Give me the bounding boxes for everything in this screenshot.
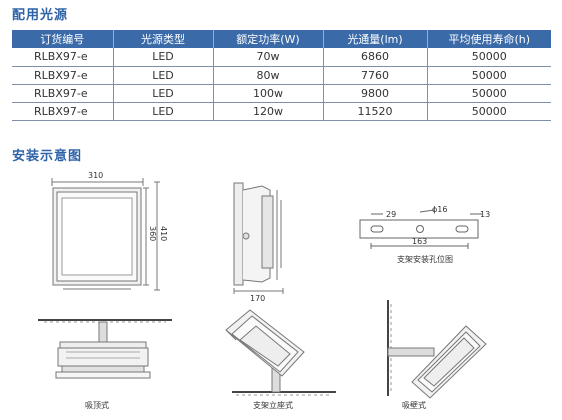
bracket-hole-dia-label: ϕ16 bbox=[432, 205, 447, 214]
wall-mount-drawing bbox=[387, 300, 487, 399]
bracket-floor-mount-caption: 支架立座式 bbox=[253, 400, 293, 410]
col-header-source-type: 光源类型 bbox=[113, 30, 214, 48]
bracket-spacing-label: 163 bbox=[412, 237, 427, 246]
cell-flux: 9800 bbox=[323, 84, 428, 103]
bracket-hole-diagram bbox=[359, 209, 482, 249]
cell-power: 70w bbox=[213, 48, 324, 67]
bracket-floor-mount-drawing bbox=[225, 309, 336, 396]
cell-flux: 11520 bbox=[323, 102, 428, 121]
cell-flux: 7760 bbox=[323, 66, 428, 85]
front-inner-height-label: 360 bbox=[148, 226, 157, 241]
cell-power: 120w bbox=[213, 102, 324, 121]
side-view-drawing bbox=[233, 182, 284, 294]
front-view-drawing bbox=[51, 178, 160, 291]
col-header-order-no: 订货编号 bbox=[12, 30, 114, 48]
table-row: RLBX97-e LED 120w 11520 50000 bbox=[12, 102, 551, 121]
table-header-row: 订货编号 光源类型 额定功率(W) 光通量(lm) 平均使用寿命(h) bbox=[12, 30, 551, 48]
col-header-power: 额定功率(W) bbox=[213, 30, 324, 48]
front-width-label: 310 bbox=[88, 171, 103, 180]
section-title-installation: 安装示意图 bbox=[12, 149, 83, 164]
cell-source-type: LED bbox=[113, 102, 214, 121]
cell-lifetime: 50000 bbox=[427, 102, 551, 121]
spec-table: 订货编号 光源类型 额定功率(W) 光通量(lm) 平均使用寿命(h) RLBX… bbox=[12, 30, 551, 121]
ceiling-mount-caption: 吸顶式 bbox=[85, 400, 109, 410]
col-header-lifetime: 平均使用寿命(h) bbox=[427, 30, 551, 48]
bracket-height-label: 13 bbox=[480, 210, 490, 219]
table-row: RLBX97-e LED 70w 6860 50000 bbox=[12, 48, 551, 67]
cell-order-no: RLBX97-e bbox=[12, 48, 114, 67]
cell-flux: 6860 bbox=[323, 48, 428, 67]
cell-source-type: LED bbox=[113, 48, 214, 67]
cell-lifetime: 50000 bbox=[427, 84, 551, 103]
bracket-offset-label: 29 bbox=[386, 210, 396, 219]
section-title-light-source: 配用光源 bbox=[12, 8, 69, 23]
bracket-caption: 支架安装孔位图 bbox=[397, 254, 453, 264]
side-depth-label: 170 bbox=[250, 294, 265, 303]
cell-order-no: RLBX97-e bbox=[12, 84, 114, 103]
cell-lifetime: 50000 bbox=[427, 66, 551, 85]
col-header-flux: 光通量(lm) bbox=[323, 30, 428, 48]
cell-order-no: RLBX97-e bbox=[12, 66, 114, 85]
wall-mount-caption: 吸壁式 bbox=[402, 400, 426, 410]
ceiling-mount-drawing bbox=[38, 319, 172, 379]
cell-source-type: LED bbox=[113, 66, 214, 85]
table-row: RLBX97-e LED 100w 9800 50000 bbox=[12, 84, 551, 103]
cell-lifetime: 50000 bbox=[427, 48, 551, 67]
table-row: RLBX97-e LED 80w 7760 50000 bbox=[12, 66, 551, 85]
front-height-label: 410 bbox=[159, 226, 168, 241]
cell-power: 80w bbox=[213, 66, 324, 85]
cell-source-type: LED bbox=[113, 84, 214, 103]
cell-power: 100w bbox=[213, 84, 324, 103]
cell-order-no: RLBX97-e bbox=[12, 102, 114, 121]
